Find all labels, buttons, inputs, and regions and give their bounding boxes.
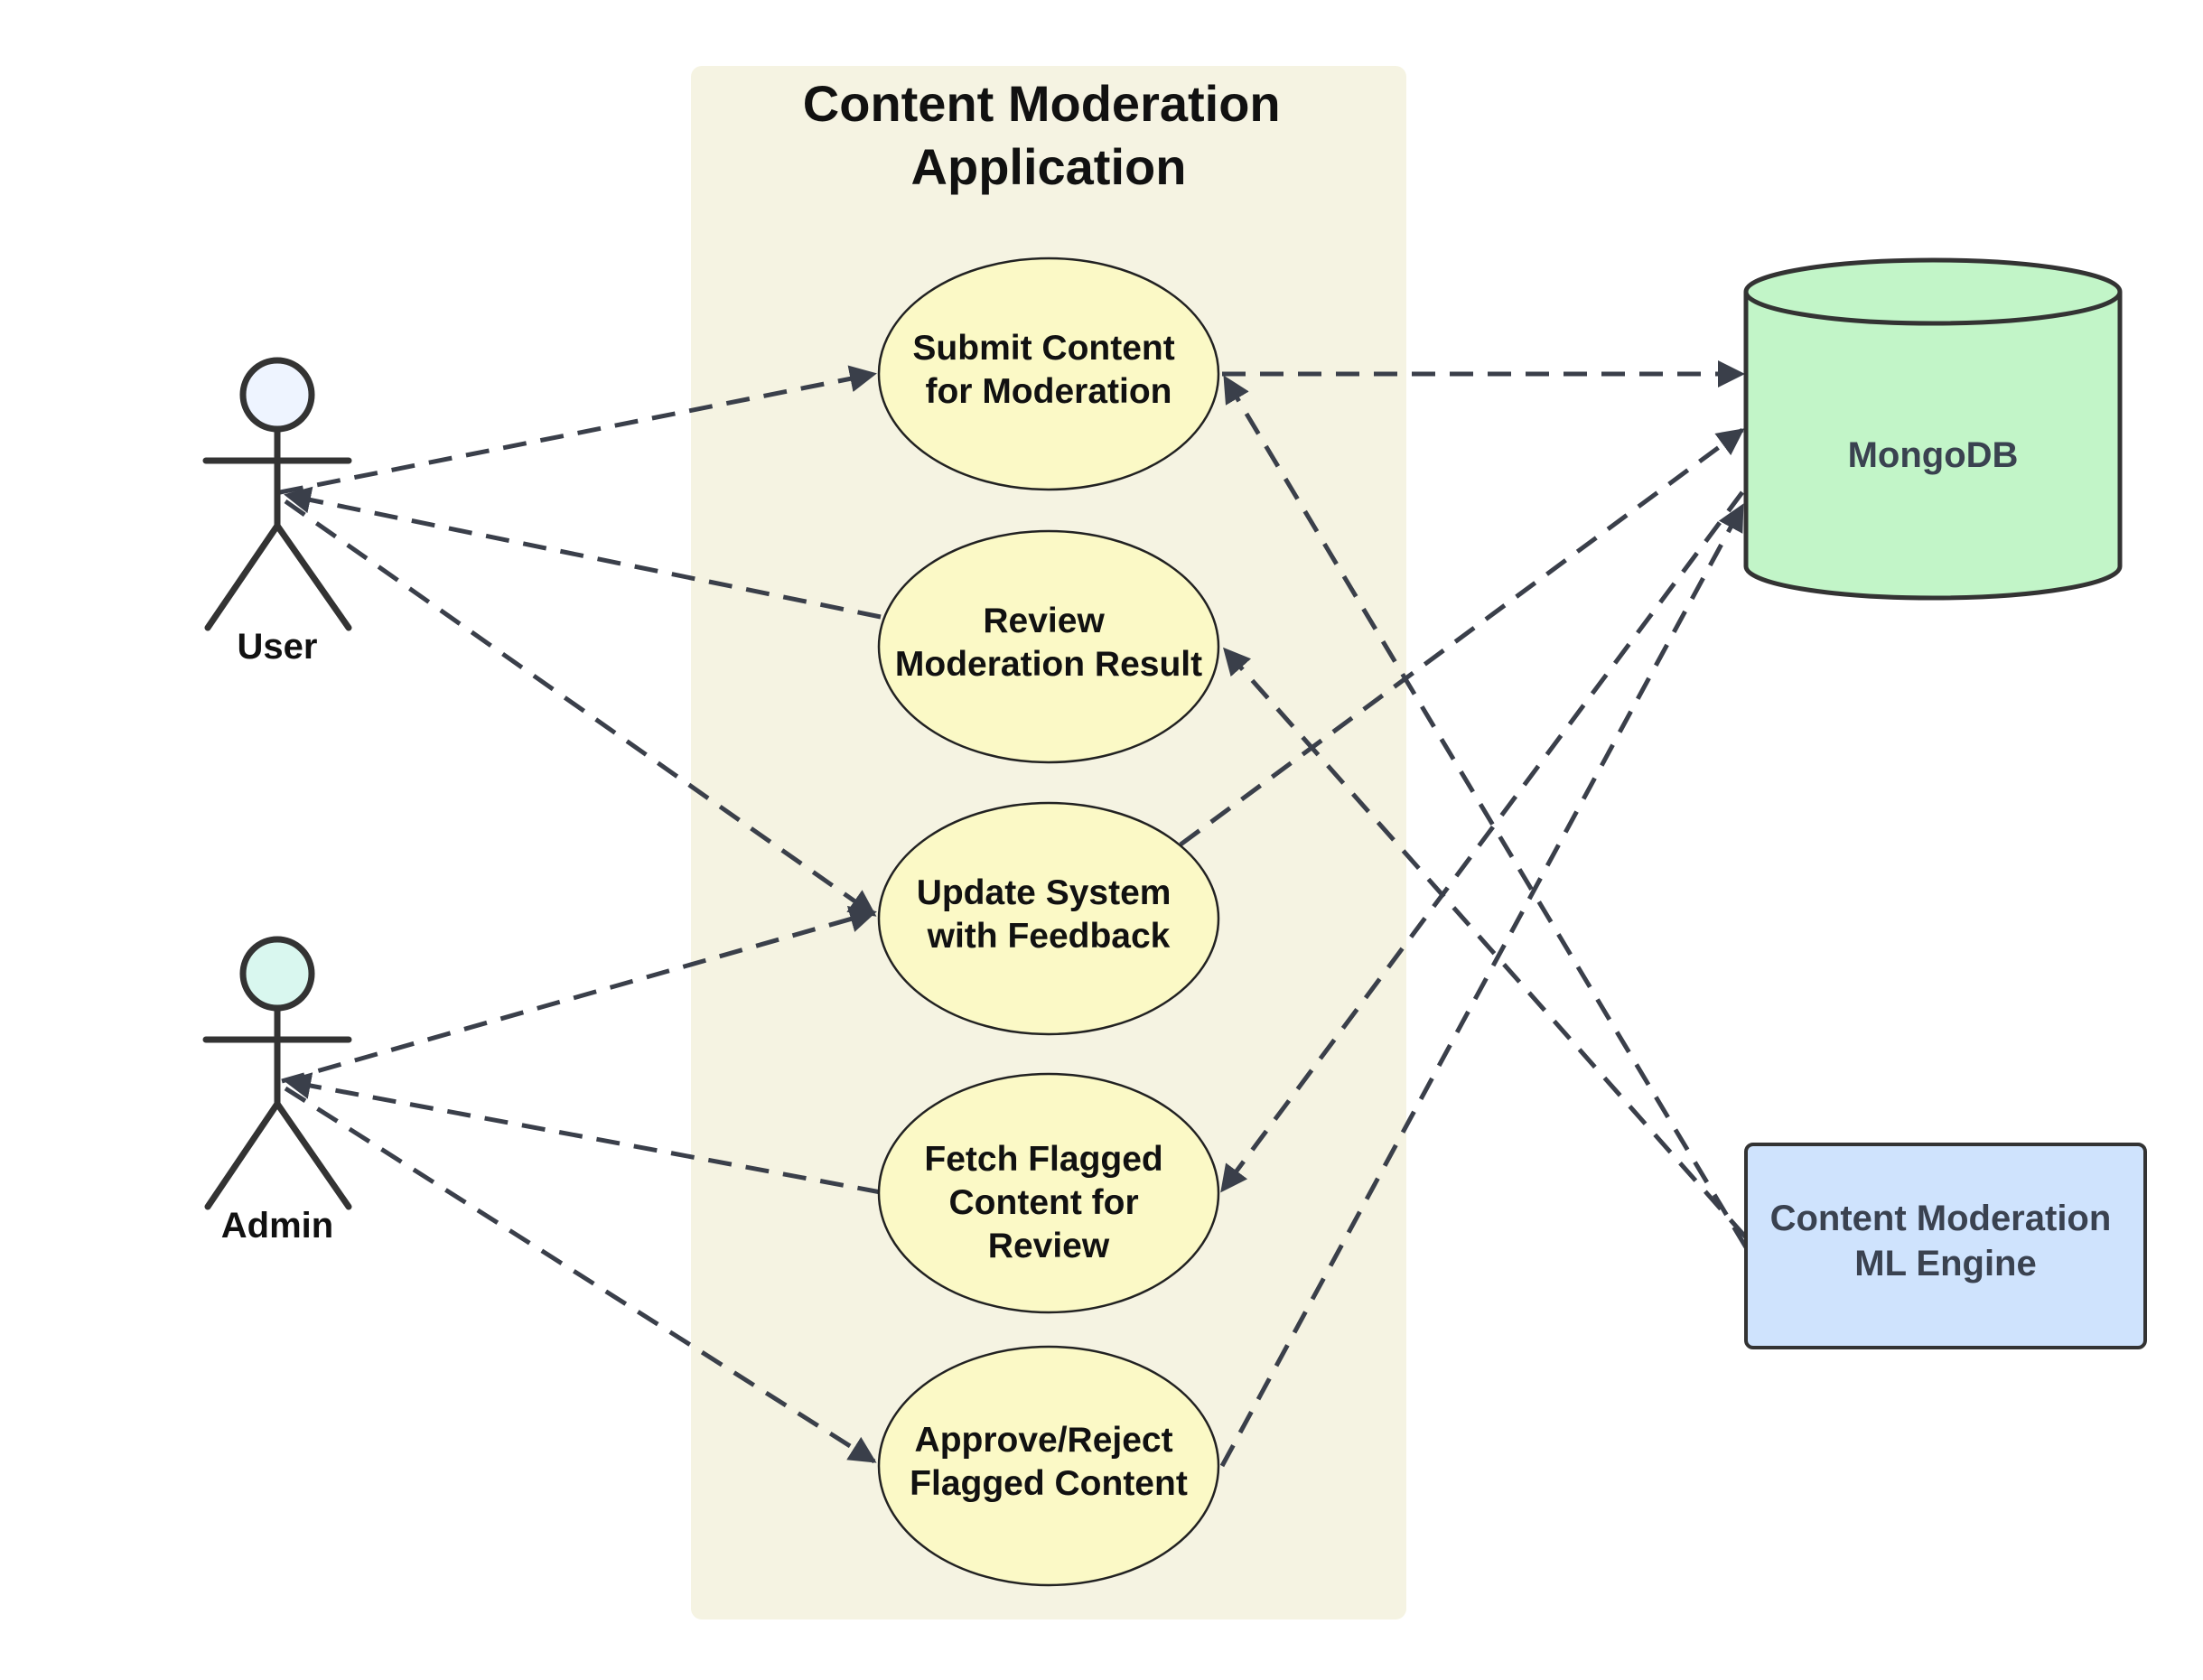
system-title: Content Moderation Application <box>803 75 1294 195</box>
actor-user-label: User <box>238 627 318 667</box>
ml-engine-box[interactable]: Content Moderation ML Engine <box>1744 1143 2147 1349</box>
use-case-submit-line2: for Moderation <box>926 372 1172 411</box>
connectors <box>279 360 1749 1468</box>
use-case-review[interactable]: Review Moderation Result <box>877 529 1220 764</box>
mongodb-database[interactable]: MongoDB <box>1743 257 2123 601</box>
edge-fetch-admin <box>284 1072 882 1195</box>
system-title-line1: Content Moderation <box>803 75 1281 132</box>
use-case-submit[interactable]: Submit Content for Moderation <box>877 257 1220 491</box>
edge-admin-approve <box>284 1086 877 1464</box>
actor-admin-label: Admin <box>221 1206 333 1246</box>
use-case-approve-line1: Approve/Reject <box>915 1421 1173 1460</box>
edge-approve-mongodb <box>1219 503 1745 1468</box>
actor-admin-head <box>239 936 315 1012</box>
svg-text:Approve/Reject Flagged C: Approve/Reject Flagged Content <box>910 1421 1188 1503</box>
edge-review-user <box>284 486 882 620</box>
svg-text:Update System with Feedb: Update System with Feedback <box>917 873 1181 956</box>
actor-user[interactable]: User <box>202 357 352 667</box>
system-title-line2: Application <box>911 138 1187 195</box>
edge-ml-submit <box>1222 375 1749 1249</box>
use-case-submit-line1: Submit Content <box>912 329 1174 368</box>
edge-user-update <box>284 499 877 918</box>
svg-text:Submit Content for Moder: Submit Content for Moderation <box>912 329 1184 411</box>
use-case-review-line1: Review <box>983 602 1105 640</box>
ml-engine-line2: ML Engine <box>1854 1244 2036 1283</box>
edge-admin-update <box>281 905 877 1084</box>
svg-text:Review Moderation Result: Review Moderation Result <box>895 602 1202 684</box>
use-case-fetch-line2: Content for <box>949 1183 1139 1222</box>
mongodb-label: MongoDB <box>1848 435 2019 475</box>
use-case-approve-line2: Flagged Content <box>910 1464 1188 1503</box>
edge-mongodb-fetch <box>1219 490 1745 1193</box>
use-case-update-line1: Update System <box>917 873 1172 912</box>
use-case-fetch-line1: Fetch Flagged <box>924 1140 1162 1179</box>
ml-engine-line1: Content Moderation <box>1770 1199 2112 1238</box>
actor-user-head <box>239 357 315 433</box>
svg-text:Content Moderation ML En: Content Moderation ML Engine <box>1770 1199 2122 1283</box>
use-case-approve[interactable]: Approve/Reject Flagged Content <box>877 1345 1220 1587</box>
use-case-update[interactable]: Update System with Feedback <box>877 801 1220 1036</box>
use-case-fetch[interactable]: Fetch Flagged Content for Review <box>877 1072 1220 1314</box>
svg-text:Fetch Flagged Content fo: Fetch Flagged Content for Review <box>924 1140 1172 1265</box>
use-case-review-line2: Moderation Result <box>895 645 1202 684</box>
edge-update-mongodb <box>1179 427 1745 847</box>
use-case-update-line2: with Feedback <box>927 917 1171 956</box>
edge-ml-review <box>1223 647 1748 1239</box>
edge-user-submit <box>279 365 877 495</box>
use-case-fetch-line3: Review <box>988 1227 1110 1265</box>
actor-admin[interactable]: Admin <box>202 936 352 1246</box>
